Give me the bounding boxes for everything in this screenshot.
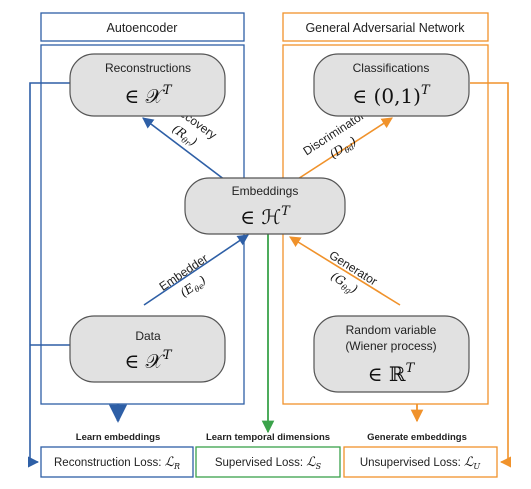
unsupervised-loss-box: Unsupervised Loss: ℒU [343,446,498,478]
autoencoder-title: Autoencoder [107,21,178,35]
autoencoder-header: Autoencoder [40,12,245,42]
embedder-arrow [143,234,249,306]
learn-embeddings-heading: Learn embeddings [76,432,160,443]
data-node: Data ∈ 𝒳T [69,315,226,383]
discriminator-arrow [286,117,393,187]
svg-text:∈ ℝT: ∈ ℝT [368,361,416,386]
gan-title: General Adversarial Network [305,21,465,35]
generator-arrow [289,236,401,306]
svg-text:Random variable: Random variable [346,323,437,337]
classifications-node: Classifications ∈ (0,1)T [313,53,470,117]
svg-text:Reconstructions: Reconstructions [105,61,191,75]
embeddings-node: Embeddings ∈ ℋT [184,177,346,235]
reconstructions-node: Reconstructions ∈ 𝒳T [69,53,226,117]
svg-text:Reconstruction Loss: ℒR: Reconstruction Loss: ℒR [54,455,180,471]
svg-text:(Gθg): (Gθg) [327,269,360,298]
svg-text:∈ (0,1)T: ∈ (0,1)T [352,83,431,108]
svg-text:Supervised Loss: ℒS: Supervised Loss: ℒS [215,455,322,471]
svg-text:Unsupervised Loss: ℒU: Unsupervised Loss: ℒU [360,455,481,471]
reconstruction-loss-box: Reconstruction Loss: ℒR [40,446,194,478]
generate-embeddings-heading: Generate embeddings [367,432,467,443]
discriminator-label: Discriminator (Dθd) [300,108,366,161]
recovery-arrow [142,117,226,181]
supervised-loss-box: Supervised Loss: ℒS [195,446,341,478]
svg-text:∈ 𝒳T: ∈ 𝒳T [124,83,172,108]
reconstruction-flow-line [27,82,70,468]
random-variable-node: Random variable (Wiener process) ∈ ℝT [313,315,470,393]
classification-flow-line [470,82,512,468]
svg-text:Classifications: Classifications [353,61,430,75]
svg-text:Embeddings: Embeddings [232,184,299,198]
gan-header: General Adversarial Network [282,12,489,42]
svg-text:∈ 𝒳T: ∈ 𝒳T [124,348,172,373]
learn-temporal-heading: Learn temporal dimensions [206,432,330,443]
svg-text:∈ ℋT: ∈ ℋT [240,204,291,229]
svg-text:Data: Data [135,329,161,343]
svg-text:(Wiener process): (Wiener process) [345,339,436,353]
generator-label: Generator (Gθg) [327,248,380,298]
